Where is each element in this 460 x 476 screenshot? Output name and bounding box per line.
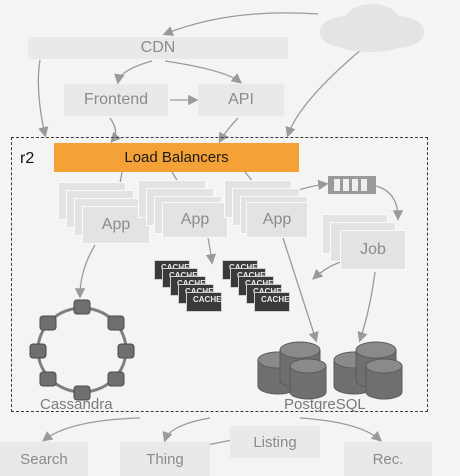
cache-icon: CACHE bbox=[254, 292, 290, 312]
region-label: r2 bbox=[20, 150, 35, 167]
arrow-cloud-to-region bbox=[285, 43, 369, 138]
arrow-cloud-to-cdn bbox=[162, 12, 319, 36]
listing-label: Listing bbox=[253, 433, 297, 451]
arrow-queue-to-job bbox=[375, 185, 404, 221]
arrow-cdn-left bbox=[37, 59, 49, 138]
load-balancers-label: Load Balancers bbox=[124, 149, 229, 166]
arrow-frontend-to-lb bbox=[109, 117, 122, 143]
cloud-icon bbox=[320, 4, 424, 52]
load-balancers-node: Load Balancers bbox=[54, 143, 299, 172]
rec-node: Rec. bbox=[344, 442, 432, 476]
postgres-label: PostgreSQL bbox=[284, 396, 366, 413]
app-1-label: App bbox=[101, 216, 131, 233]
cassandra-ring-icon bbox=[29, 299, 135, 401]
queue-icon bbox=[328, 176, 376, 194]
app-3-node: App bbox=[246, 202, 308, 238]
arrow-app1-to-cassandra bbox=[74, 244, 96, 299]
listing-node: Listing bbox=[230, 426, 320, 458]
arrow-cdn-to-api bbox=[164, 60, 243, 84]
thing-node: Thing bbox=[120, 442, 210, 476]
region-boundary bbox=[11, 137, 428, 412]
app-2-node: App bbox=[162, 202, 228, 238]
arrow-job-to-postgres bbox=[357, 271, 376, 343]
search-label: Search bbox=[20, 450, 68, 468]
postgres-db-icon bbox=[257, 341, 403, 400]
api-label: API bbox=[228, 91, 254, 108]
app-3-label: App bbox=[262, 211, 292, 228]
arrow-app3-to-postgres bbox=[282, 237, 319, 343]
job-node: Job bbox=[340, 230, 406, 270]
arrow-api-to-lb bbox=[218, 117, 239, 144]
frontend-node: Frontend bbox=[64, 84, 168, 116]
job-label: Job bbox=[360, 241, 386, 258]
arrow-app2-to-cache bbox=[205, 237, 217, 265]
rec-label: Rec. bbox=[372, 450, 404, 468]
thing-label: Thing bbox=[146, 450, 184, 468]
app-2-label: App bbox=[180, 211, 210, 228]
arrow-region-to-thing bbox=[162, 417, 211, 443]
cdn-node: CDN bbox=[28, 37, 288, 59]
arrow-cdn-to-frontend bbox=[114, 60, 153, 85]
cdn-label: CDN bbox=[140, 39, 176, 56]
cache-icon: CACHE bbox=[186, 292, 222, 312]
search-node: Search bbox=[0, 442, 88, 476]
arrow-region-to-search bbox=[41, 417, 141, 442]
frontend-label: Frontend bbox=[83, 91, 149, 108]
cassandra-label: Cassandra bbox=[40, 396, 113, 413]
api-node: API bbox=[198, 84, 284, 116]
arrow-job-to-cache bbox=[312, 261, 341, 280]
arrow-region-to-rec bbox=[299, 417, 382, 442]
